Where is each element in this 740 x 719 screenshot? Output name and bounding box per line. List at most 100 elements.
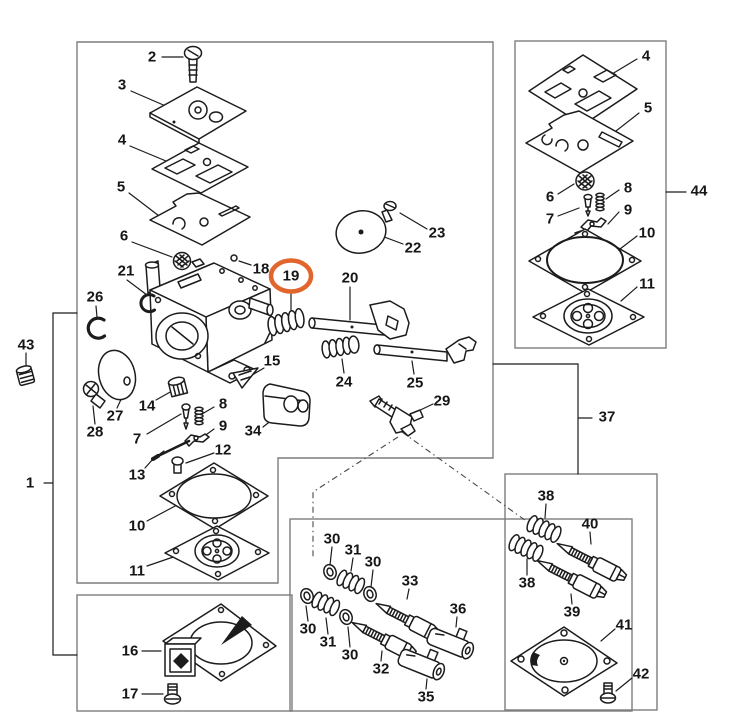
part-38-spring-b xyxy=(508,534,544,562)
part-30-oring-b xyxy=(363,585,377,603)
callout-23: 23 xyxy=(428,224,446,242)
part-carburetor-body xyxy=(144,258,274,384)
callout-6-tr: 6 xyxy=(545,188,555,206)
callout-32: 32 xyxy=(372,660,390,678)
callout-19-highlighted: 19 xyxy=(282,267,300,285)
callout-18: 18 xyxy=(252,260,270,278)
bottom-left-box xyxy=(76,594,293,712)
part-12-pivot-screw xyxy=(171,456,184,474)
callout-11-tr: 11 xyxy=(639,275,655,293)
part-16-pump-cover xyxy=(162,603,277,682)
top-right-box xyxy=(514,40,667,349)
callout-40: 40 xyxy=(581,515,599,533)
part-30-oring-c xyxy=(300,587,314,605)
callout-15: 15 xyxy=(263,352,281,370)
part-20-throttle-shaft xyxy=(308,300,410,340)
callout-6: 6 xyxy=(119,227,129,245)
callout-8: 8 xyxy=(218,395,228,413)
bottom-right-box xyxy=(504,473,658,711)
part-23-screw xyxy=(381,200,397,223)
part-38-spring-a xyxy=(526,515,562,543)
part-2-screw xyxy=(183,45,203,83)
callout-5-tr: 5 xyxy=(643,99,653,117)
part-8-spring xyxy=(194,406,204,426)
callout-34: 34 xyxy=(244,422,262,440)
callout-30-c: 30 xyxy=(299,620,317,638)
part-28-screw xyxy=(82,380,106,409)
bracket-lines xyxy=(43,191,687,656)
part-5tr-diaphragm xyxy=(525,110,634,174)
part-42-screw xyxy=(599,682,617,704)
callout-2: 2 xyxy=(147,48,157,66)
part-6tr-screen xyxy=(575,171,595,191)
part-8tr-spring xyxy=(595,192,605,212)
callout-30-a: 30 xyxy=(323,530,341,548)
part-22-choke-plate xyxy=(335,210,387,254)
part-6-screen xyxy=(172,251,192,271)
part-35-sleeve xyxy=(397,648,446,681)
part-21-clip xyxy=(139,293,156,314)
part-7-inlet-needle xyxy=(181,403,191,430)
callout-7-tr: 7 xyxy=(545,210,555,228)
callout-21: 21 xyxy=(117,262,135,280)
part-17-screw xyxy=(163,683,182,705)
part-34-pump-body xyxy=(262,383,311,427)
part-13-pivot-pin xyxy=(151,439,191,461)
part-4-pump-gasket xyxy=(151,142,249,194)
section-boxes xyxy=(76,40,667,712)
part-11tr-diaphragm xyxy=(532,288,645,346)
part-30-oring-a xyxy=(323,563,337,581)
part-41-cover xyxy=(510,626,618,697)
bracket-37 xyxy=(492,363,579,475)
part-27-throttle-plate xyxy=(97,349,137,401)
part-18-valve xyxy=(230,254,238,262)
callout-16: 16 xyxy=(121,642,139,660)
part-26-clip xyxy=(86,316,107,340)
callout-26: 26 xyxy=(86,288,104,306)
callout-28: 28 xyxy=(86,423,104,441)
part-43-plug xyxy=(15,365,36,387)
callout-37: 37 xyxy=(598,408,616,426)
part-39-adjustment-screw xyxy=(536,559,608,599)
callout-39: 39 xyxy=(563,603,581,621)
part-4tr-gasket xyxy=(528,54,638,126)
callout-10-tr: 10 xyxy=(638,224,656,242)
bottom-middle-box xyxy=(289,518,633,712)
callout-30-b: 30 xyxy=(364,553,382,571)
callout-12: 12 xyxy=(214,441,232,459)
callout-14: 14 xyxy=(138,397,156,415)
callout-8-tr: 8 xyxy=(623,179,633,197)
reference-lines xyxy=(312,431,537,557)
callout-9-tr: 9 xyxy=(623,201,633,219)
callout-22: 22 xyxy=(404,239,422,257)
part-9tr-lever xyxy=(574,217,607,234)
part-7tr-needle xyxy=(583,193,593,217)
part-10-metering-gasket xyxy=(159,462,269,530)
callout-27: 27 xyxy=(106,407,124,425)
part-30-oring-d xyxy=(339,608,353,626)
callout-3: 3 xyxy=(117,76,127,94)
callout-31-b: 31 xyxy=(319,633,337,651)
leader-lines xyxy=(25,56,640,695)
part-11-metering-diaphragm xyxy=(164,525,270,581)
callout-38-a: 38 xyxy=(537,487,555,505)
callout-24: 24 xyxy=(335,373,353,391)
callout-36: 36 xyxy=(449,600,467,618)
part-40-adjustment-screw xyxy=(556,542,628,582)
main-assembly-box xyxy=(76,41,494,584)
callout-1: 1 xyxy=(25,474,35,492)
callout-44: 44 xyxy=(690,182,708,200)
callout-5: 5 xyxy=(116,178,126,196)
callout-38-b: 38 xyxy=(518,574,536,592)
callout-11: 11 xyxy=(129,562,145,580)
bracket-1 xyxy=(52,312,78,656)
callout-20: 20 xyxy=(341,269,359,287)
part-9-metering-lever xyxy=(184,433,210,447)
part-31-spring-a xyxy=(336,569,366,595)
part-3-pump-cover xyxy=(149,86,247,144)
callout-7: 7 xyxy=(132,430,142,448)
part-31-spring-b xyxy=(311,591,341,617)
callout-17: 17 xyxy=(121,685,139,703)
